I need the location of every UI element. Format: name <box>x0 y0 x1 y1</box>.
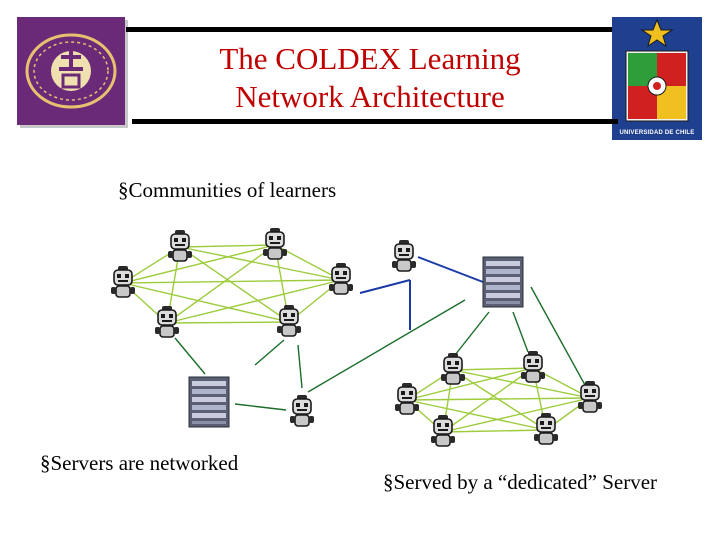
community-1-link <box>166 279 342 324</box>
server-network-link <box>417 256 484 283</box>
community-2-link <box>442 367 534 433</box>
bullet-marker: § <box>383 470 394 494</box>
robot-learner-icon <box>520 350 546 383</box>
dedicated-server-link <box>297 344 303 389</box>
title-top-rule <box>126 27 612 32</box>
community-2-link <box>442 429 547 433</box>
robot-learner-icon <box>328 262 354 295</box>
dedicated-server-link <box>307 299 466 393</box>
dedicated-server-link <box>454 311 490 356</box>
university-emblem-icon <box>25 33 117 109</box>
community-2-link <box>406 397 591 401</box>
community-2-link <box>406 399 547 431</box>
bullet-servers-networked: §Servers are networked <box>40 451 238 476</box>
right-university-logo: UNIVERSIDAD DE CHILE <box>612 17 702 140</box>
robot-learner-icon <box>154 305 180 338</box>
community-1-link <box>122 279 342 284</box>
robot-learner-icon <box>430 414 456 447</box>
slide-title: The COLDEX Learning Network Architecture <box>140 40 600 116</box>
community-1-link <box>179 246 342 281</box>
right-logo-caption: UNIVERSIDAD DE CHILE <box>619 130 695 136</box>
bullet-text: Communities of learners <box>128 178 337 202</box>
community-2-link <box>442 397 591 433</box>
bullet-marker: § <box>40 451 51 475</box>
dedicated-server-link <box>234 403 287 411</box>
community-1-link <box>166 244 276 324</box>
community-2-link <box>406 367 534 401</box>
left-university-logo <box>17 17 125 125</box>
community-1-link <box>179 246 290 323</box>
robot-learner-icon <box>394 382 420 415</box>
title-line-2: Network Architecture <box>235 79 505 114</box>
bullet-text: Servers are networked <box>50 451 239 475</box>
robot-learner-icon <box>577 380 603 413</box>
title-line-1: The COLDEX Learning <box>219 41 521 76</box>
server-rack-icon <box>482 256 524 308</box>
community-2-link <box>452 369 591 399</box>
community-1-link <box>166 321 290 324</box>
robot-learner-icon <box>391 239 417 272</box>
dedicated-server-link <box>254 339 285 366</box>
server-network-link <box>359 279 411 294</box>
community-2-link <box>452 369 547 431</box>
bullet-dedicated-server: §Served by a “dedicated” Server <box>383 470 657 495</box>
robot-learner-icon <box>533 412 559 445</box>
robot-learner-icon <box>276 304 302 337</box>
server-rack-icon <box>188 376 230 428</box>
university-shield-icon <box>625 18 689 122</box>
title-bottom-rule <box>132 119 618 124</box>
robot-learner-icon <box>262 227 288 260</box>
dedicated-server-link <box>530 286 586 386</box>
bullet-marker: § <box>118 178 129 202</box>
community-1-link <box>122 244 276 284</box>
robot-learner-icon <box>440 352 466 385</box>
dedicated-server-link <box>512 311 529 353</box>
robot-learner-icon <box>167 229 193 262</box>
dedicated-server-link <box>174 337 206 375</box>
bullet-text: Served by a “dedicated” Server <box>393 470 658 494</box>
community-2-link <box>452 367 534 371</box>
robot-learner-icon <box>110 265 136 298</box>
community-1-link <box>179 244 276 248</box>
bullet-communities: §Communities of learners <box>118 178 336 203</box>
robot-learner-icon <box>289 394 315 427</box>
community-1-link <box>122 282 290 323</box>
